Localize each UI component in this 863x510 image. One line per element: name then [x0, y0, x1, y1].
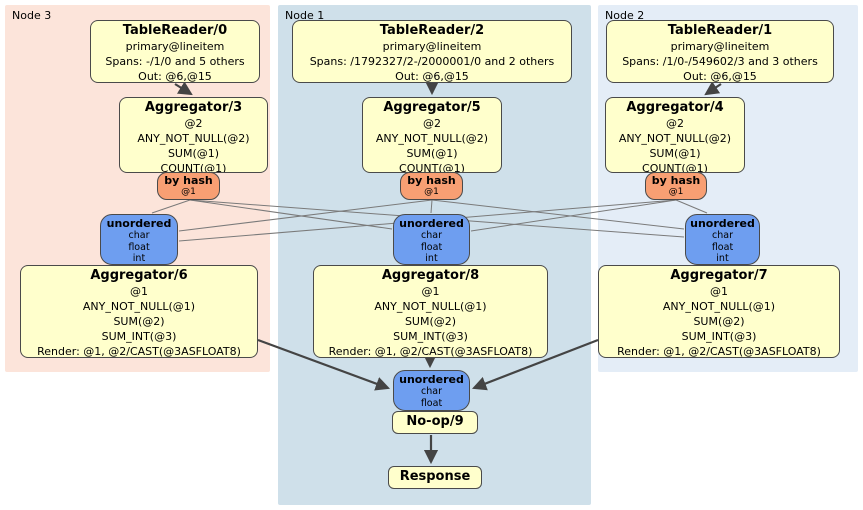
processor-detail: Spans: /1/0-/549602/3 and 3 others [622, 55, 818, 68]
sync-unordered-node2: unordered char float int [685, 214, 760, 265]
processor-detail: SUM(@2) [113, 315, 165, 328]
processor-detail: ANY_NOT_NULL(@2) [618, 132, 732, 145]
processor-detail: primary@lineitem [382, 40, 482, 53]
processor-aggregator-3: Aggregator/3 @2 ANY_NOT_NULL(@2) SUM(@1)… [119, 97, 268, 173]
processor-detail: COUNT(@1) [642, 162, 708, 173]
processor-aggregator-8: Aggregator/8 @1 ANY_NOT_NULL(@1) SUM(@2)… [313, 265, 548, 358]
router-title: by hash [651, 174, 701, 187]
sync-unordered-node1: unordered char float int [393, 214, 470, 265]
processor-detail: @1 [710, 285, 728, 298]
router-by-hash-node3: by hash @1 [157, 172, 220, 200]
processor-detail: Out: @6,@15 [138, 70, 212, 83]
response-title: Response [399, 469, 471, 484]
router-detail: @1 [424, 187, 439, 197]
sync-column-type: char [421, 230, 442, 241]
processor-title: Aggregator/8 [381, 268, 480, 283]
processor-detail: ANY_NOT_NULL(@1) [82, 300, 196, 313]
router-detail: @1 [668, 187, 684, 197]
processor-detail: SUM(@2) [693, 315, 745, 328]
sync-title: unordered [399, 217, 464, 230]
processor-detail: ANY_NOT_NULL(@2) [375, 132, 489, 145]
processor-detail: Spans: -/1/0 and 5 others [105, 55, 245, 68]
sync-column-type: char [128, 230, 150, 241]
processor-detail: @2 [666, 117, 684, 130]
processor-detail: @2 [184, 117, 203, 130]
node-3-label: Node 3 [12, 9, 52, 22]
processor-tablereader-1: TableReader/1 primary@lineitem Spans: /1… [606, 20, 834, 83]
processor-detail: Render: @1, @2/CAST(@3ASFLOAT8) [37, 345, 241, 358]
router-title: by hash [407, 174, 456, 187]
sync-column-type: int [132, 253, 146, 264]
sync-column-type: char [421, 386, 442, 397]
processor-detail: SUM_INT(@3) [681, 330, 757, 343]
processor-detail: SUM(@1) [406, 147, 458, 160]
processor-detail: ANY_NOT_NULL(@2) [137, 132, 250, 145]
processor-aggregator-4: Aggregator/4 @2 ANY_NOT_NULL(@2) SUM(@1)… [605, 97, 745, 173]
router-title: by hash [164, 174, 213, 187]
processor-title: Aggregator/3 [144, 100, 243, 115]
processor-tablereader-2: TableReader/2 primary@lineitem Spans: /1… [292, 20, 572, 83]
processor-aggregator-7: Aggregator/7 @1 ANY_NOT_NULL(@1) SUM(@2)… [598, 265, 840, 358]
processor-title: Aggregator/4 [626, 100, 724, 115]
sync-title: unordered [106, 217, 172, 230]
node-1-label: Node 1 [285, 9, 325, 22]
sync-column-type: float [420, 397, 443, 409]
processor-detail: primary@lineitem [125, 40, 225, 53]
processor-detail: COUNT(@1) [160, 162, 227, 173]
processor-title: Aggregator/6 [90, 268, 188, 283]
sync-column-type: int [716, 253, 729, 264]
processor-detail: @1 [421, 285, 440, 298]
sync-column-type: float [711, 241, 734, 253]
processor-detail: Render: @1, @2/CAST(@3ASFLOAT8) [328, 345, 533, 358]
sync-unordered-final: unordered char float [393, 370, 470, 411]
sync-title: unordered [399, 373, 464, 386]
router-detail: @1 [181, 187, 196, 197]
router-by-hash-node2: by hash @1 [645, 172, 707, 200]
processor-detail: Render: @1, @2/CAST(@3ASFLOAT8) [617, 345, 821, 358]
processor-detail: SUM_INT(@3) [393, 330, 468, 343]
sync-title: unordered [690, 217, 755, 230]
processor-tablereader-0: TableReader/0 primary@lineitem Spans: -/… [90, 20, 260, 83]
processor-title: Aggregator/7 [670, 268, 768, 283]
sync-column-type: float [420, 241, 443, 253]
processor-detail: Out: @6,@15 [683, 70, 757, 83]
processor-detail: SUM_INT(@3) [101, 330, 177, 343]
processor-detail: @2 [423, 117, 441, 130]
processor-detail: Spans: /1792327/2-/2000001/0 and 2 other… [309, 55, 555, 68]
processor-detail: ANY_NOT_NULL(@1) [662, 300, 776, 313]
router-by-hash-node1: by hash @1 [400, 172, 463, 200]
processor-title: TableReader/1 [667, 23, 773, 38]
sync-column-type: float [128, 241, 150, 253]
response-node: Response [388, 466, 482, 489]
sync-column-type: int [425, 253, 438, 264]
processor-detail: SUM(@1) [649, 147, 701, 160]
processor-title: TableReader/0 [122, 23, 228, 38]
processor-detail: primary@lineitem [670, 40, 770, 53]
processor-noop-9: No-op/9 [392, 411, 478, 434]
processor-detail: SUM(@2) [404, 315, 457, 328]
sync-column-type: char [712, 230, 733, 241]
flow-arrow-edges [174, 80, 722, 465]
processor-detail: SUM(@1) [167, 147, 220, 160]
processor-title: TableReader/2 [379, 23, 485, 38]
sync-unordered-node3: unordered char float int [100, 214, 178, 265]
processor-aggregator-5: Aggregator/5 @2 ANY_NOT_NULL(@2) SUM(@1)… [362, 97, 502, 173]
processor-aggregator-6: Aggregator/6 @1 ANY_NOT_NULL(@1) SUM(@2)… [20, 265, 258, 358]
processor-detail: ANY_NOT_NULL(@1) [374, 300, 487, 313]
processor-title: Aggregator/5 [383, 100, 481, 115]
processor-detail: Out: @6,@15 [395, 70, 469, 83]
processor-title: No-op/9 [406, 414, 464, 429]
node-2-label: Node 2 [605, 9, 645, 22]
processor-detail: @1 [130, 285, 148, 298]
processor-detail: COUNT(@1) [399, 162, 465, 173]
